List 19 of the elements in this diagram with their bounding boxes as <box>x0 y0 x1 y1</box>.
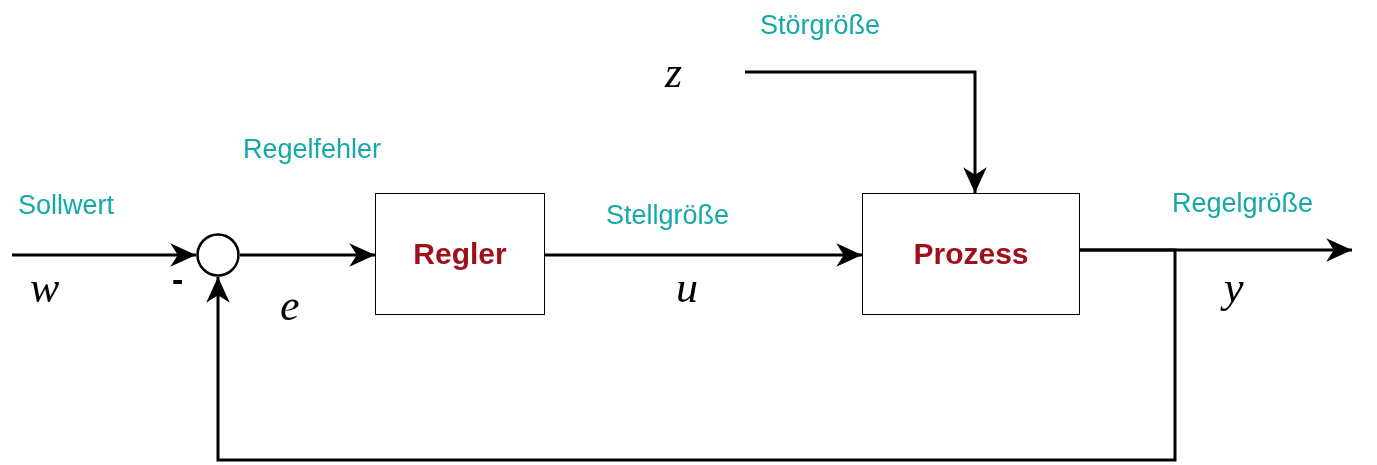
variable-label: u <box>676 262 698 313</box>
arrow <box>545 243 862 267</box>
variable-label: e <box>280 280 300 331</box>
block-box <box>375 193 545 315</box>
signal-name: Regelfehler <box>243 134 382 165</box>
signal-name: Sollwert <box>18 190 115 221</box>
block-label: Regler <box>413 237 507 271</box>
block-label: Prozess <box>913 237 1029 271</box>
signal-name: Stellgröße <box>606 200 730 231</box>
variable-label: z <box>665 46 683 98</box>
signal-name: Störgröße <box>760 10 881 41</box>
block-box <box>862 193 1080 315</box>
arrow <box>12 243 196 267</box>
signal-name: Regelgröße <box>1172 188 1314 219</box>
variable-label: w <box>30 262 60 313</box>
arrow <box>240 243 375 267</box>
arrow <box>745 70 987 193</box>
arrow <box>206 248 1177 462</box>
sign-label: - <box>172 260 184 299</box>
